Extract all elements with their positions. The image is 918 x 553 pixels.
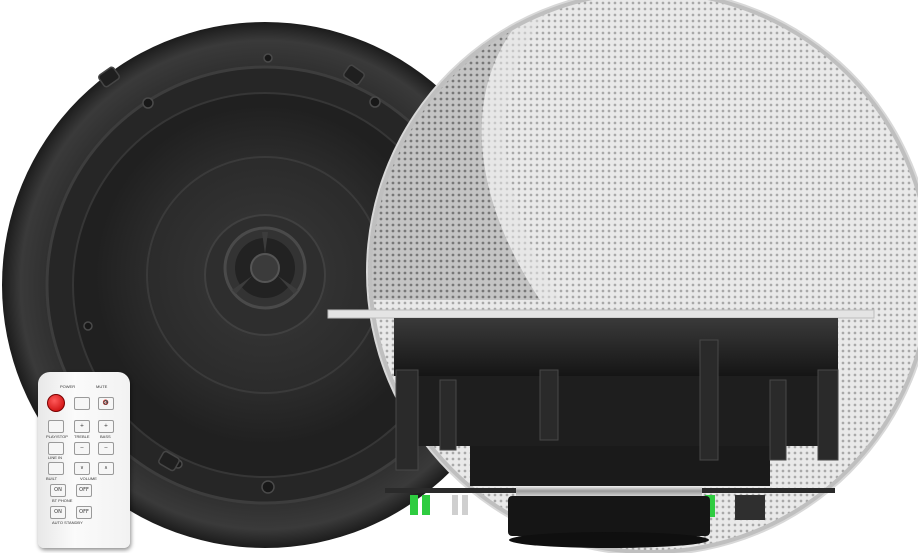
mode-button[interactable] bbox=[74, 397, 90, 410]
power-label: POWER bbox=[60, 384, 76, 389]
bass-down-button[interactable]: − bbox=[98, 442, 114, 455]
speaker-faceplate bbox=[327, 309, 875, 319]
bass-up-button[interactable]: + bbox=[98, 420, 114, 433]
bt-off-button[interactable]: OFF bbox=[76, 484, 92, 497]
mute-button[interactable]: 🔇 bbox=[98, 397, 114, 410]
treble-up-button[interactable]: + bbox=[74, 420, 90, 433]
volume-up-button[interactable]: ∧ bbox=[98, 462, 114, 475]
standby-on-button[interactable]: ON bbox=[50, 506, 66, 519]
play-stop-label: PLAY/STOP bbox=[46, 434, 68, 439]
treble-label: TREBLE bbox=[74, 434, 90, 439]
mute-label: MUTE bbox=[96, 384, 108, 389]
tweeter bbox=[223, 226, 307, 310]
bt-phone-label: BT PHONE bbox=[52, 498, 73, 503]
bass-label: BASS bbox=[100, 434, 111, 439]
treble-down-button[interactable]: − bbox=[74, 442, 90, 455]
volume-label: VOLUME bbox=[80, 476, 97, 481]
bt-button[interactable] bbox=[48, 462, 64, 475]
speaker-magnet bbox=[508, 486, 710, 548]
line-in-label: LINE IN bbox=[48, 455, 63, 460]
volume-down-button[interactable]: ∨ bbox=[74, 462, 90, 475]
auto-standby-label: AUTO STANDBY bbox=[52, 520, 83, 525]
power-button[interactable] bbox=[47, 394, 65, 412]
speaker-side-profile bbox=[327, 309, 875, 548]
standby-off-button[interactable]: OFF bbox=[76, 506, 92, 519]
bt-on-button[interactable]: ON bbox=[50, 484, 66, 497]
play-stop-button[interactable] bbox=[48, 420, 64, 433]
line-in-button[interactable] bbox=[48, 442, 64, 455]
built-label: BUILT bbox=[46, 476, 58, 481]
remote-control: POWER MUTE 🔇 + + PLAY/STOP TREBLE BASS −… bbox=[38, 372, 130, 548]
